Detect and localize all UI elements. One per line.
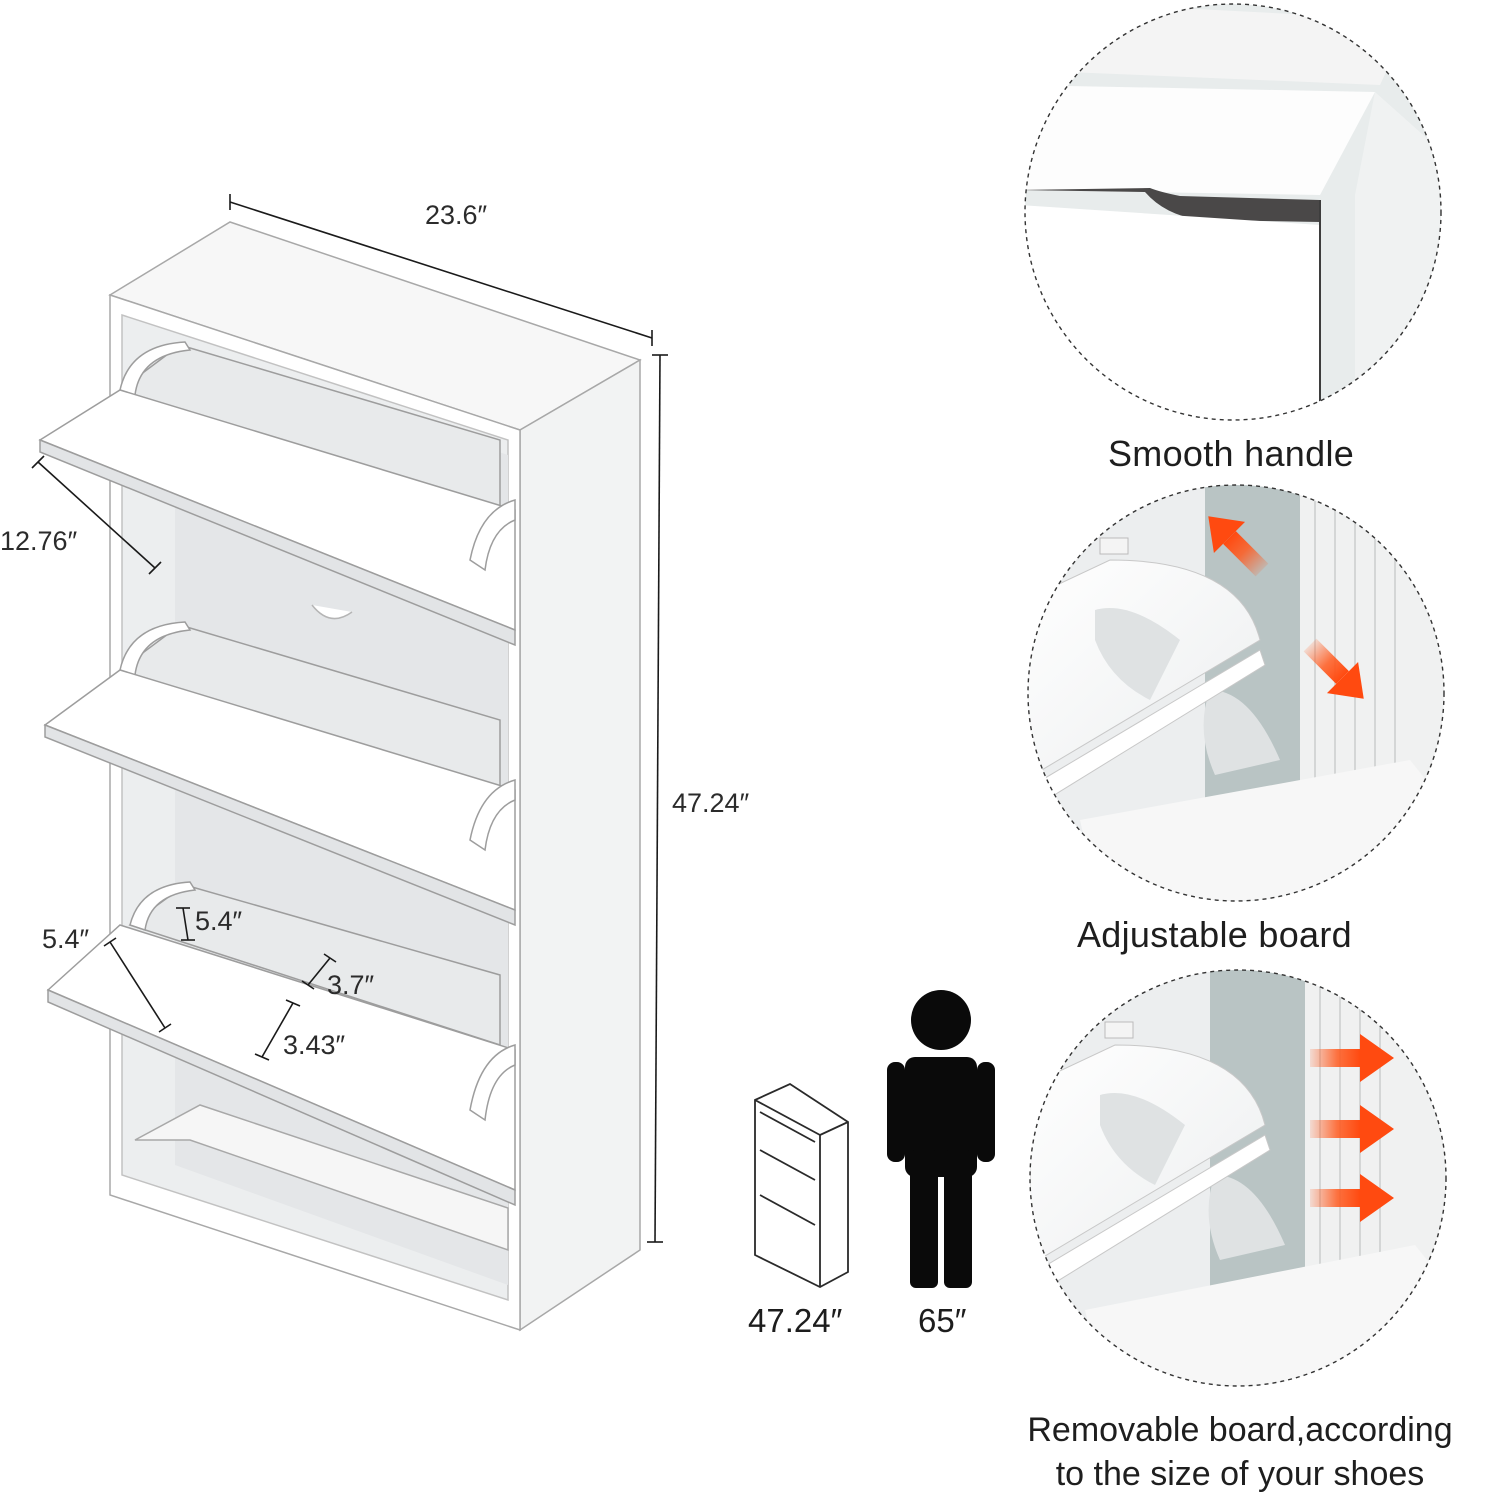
depth-label: 12.76″ <box>0 526 78 556</box>
detail-circle-removable <box>1029 969 1447 1387</box>
caption-smooth-handle: Smooth handle <box>1108 433 1355 474</box>
flap-depth-label: 5.4″ <box>42 924 90 954</box>
small-cabinet-icon <box>754 1082 849 1289</box>
cabinet-height-label: 47.24″ <box>748 1302 843 1339</box>
slot-bottom-label: 3.43″ <box>283 1030 346 1060</box>
inner-depth-label: 5.4″ <box>195 906 243 936</box>
caption-removable-line-2: to the size of your shoes <box>1055 1455 1425 1493</box>
caption-removable-line-1: Removable board,according <box>1027 1411 1453 1449</box>
adjust-arrow-down <box>1303 638 1364 699</box>
height-label: 47.24″ <box>672 788 750 818</box>
remove-arrow-2 <box>1310 1105 1394 1153</box>
person-icon <box>887 990 995 1288</box>
person-height-label: 65″ <box>918 1302 967 1339</box>
width-label: 23.6″ <box>425 200 488 230</box>
detail-circle-handle <box>1024 3 1442 421</box>
adjust-arrow-up <box>1208 516 1269 577</box>
flap-1 <box>38 341 516 647</box>
flap-2 <box>43 621 516 927</box>
dimension-lines <box>31 194 668 1243</box>
remove-arrow-3 <box>1310 1174 1394 1222</box>
caption-removable-board: Removable board,according to the size of… <box>992 1408 1488 1496</box>
slot-top-label: 3.7″ <box>327 970 375 1000</box>
caption-adjustable-board: Adjustable board <box>1077 914 1352 955</box>
remove-arrow-1 <box>1310 1034 1394 1082</box>
flap-3 <box>46 881 516 1207</box>
detail-circle-adjustable <box>1027 484 1445 902</box>
